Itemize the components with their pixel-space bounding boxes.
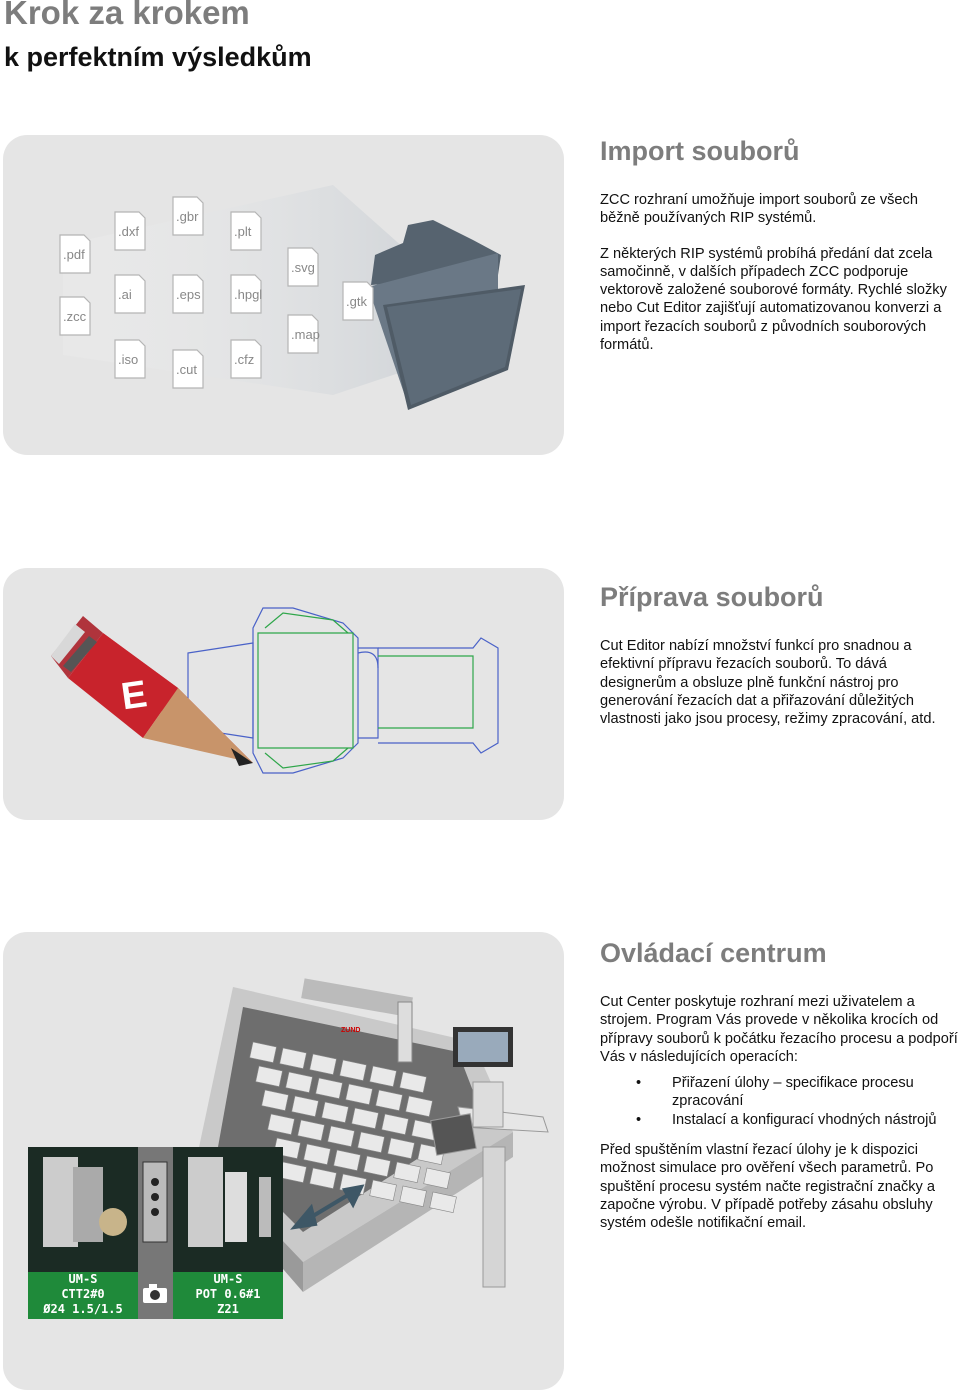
file-extension-label: .gbr	[176, 209, 199, 224]
file-icon: .eps	[172, 274, 204, 314]
material-sheet	[381, 1113, 409, 1135]
file-icon: .map	[287, 314, 320, 354]
prep-paragraph-1: Cut Editor nabízí množství funkcí pro sn…	[600, 638, 936, 728]
file-icon: .gtk	[342, 281, 374, 321]
import-illustration-panel: .pdf .zcc .dxf .ai .iso .gbr .eps .cut .plt .hpgl…	[3, 135, 564, 455]
material-sheet	[255, 1065, 283, 1087]
material-sheet	[357, 1131, 385, 1153]
import-paragraph-2: Z některých RIP systémů probíhá předání …	[600, 245, 947, 354]
file-icon: .dxf	[114, 211, 146, 251]
material-sheet	[303, 1143, 331, 1165]
control-bullet-2: Instalací a konfigurací vhodných nástroj…	[636, 1111, 958, 1130]
material-sheet	[423, 1167, 451, 1189]
import-heading: Import souborů	[600, 136, 800, 166]
file-icon: .gbr	[172, 196, 204, 236]
prep-illustration-panel: E	[3, 568, 564, 820]
control-paragraph-2: Před spuštěním vlastní řezací úlohy je k…	[600, 1142, 936, 1232]
material-sheet	[363, 1155, 391, 1177]
material-sheet	[267, 1113, 295, 1135]
file-extension-label: .svg	[291, 260, 315, 275]
material-sheet	[387, 1137, 415, 1159]
material-sheet	[345, 1083, 373, 1105]
material-sheet	[249, 1041, 277, 1063]
file-icon: .iso	[114, 339, 146, 379]
machine-brand-label: ZUND	[341, 1027, 360, 1034]
material-sheet	[429, 1191, 457, 1213]
import-illustration: .pdf .zcc .dxf .ai .iso .gbr .eps .cut .plt .hpgl…	[59, 185, 525, 410]
file-icon: .cut	[172, 349, 204, 389]
material-sheet	[327, 1125, 355, 1147]
tool-card-1	[28, 1272, 138, 1319]
page-title: Krok za krokem	[4, 0, 250, 31]
file-extension-label: .gtk	[346, 294, 367, 309]
material-sheet	[309, 1053, 337, 1075]
file-icon: .zcc	[59, 296, 91, 336]
svg-text:E: E	[119, 673, 150, 718]
file-extension-label: .dxf	[118, 224, 139, 239]
camera-icon	[143, 1284, 167, 1303]
material-sheet	[351, 1107, 379, 1129]
prep-illustration: E	[51, 607, 499, 774]
tool-1-line2: CTT2#0	[61, 1287, 104, 1301]
control-heading: Ovládací centrum	[600, 938, 827, 968]
material-sheet	[315, 1077, 343, 1099]
tool-2-line1: UM-S	[214, 1272, 243, 1286]
file-extension-label: .pdf	[63, 247, 85, 262]
page-subtitle: k perfektním výsledkům	[4, 42, 312, 72]
material-sheet	[405, 1095, 433, 1117]
folder-icon	[368, 220, 525, 410]
material-sheet	[309, 1167, 337, 1189]
file-extension-label: .ai	[118, 287, 132, 302]
prep-heading: Příprava souborů	[600, 582, 824, 612]
file-icon: .hpgl	[230, 274, 262, 314]
control-paragraph-1: Cut Center poskytuje rozhraní mezi uživa…	[600, 994, 958, 1065]
file-extension-label: .cut	[176, 362, 197, 377]
material-sheet	[399, 1071, 427, 1093]
file-extension-label: .iso	[118, 352, 138, 367]
material-sheet	[339, 1059, 367, 1081]
material-sheet	[291, 1095, 319, 1117]
double-arrow-icon	[290, 1184, 365, 1230]
import-section: Import souborů ZCC rozhraní umožňuje imp…	[600, 135, 958, 371]
file-icon: .ai	[114, 274, 146, 314]
file-icon: .plt	[230, 211, 262, 251]
tool-card-2	[173, 1272, 283, 1319]
tool-cards: UM-S CTT2#0 Ø24 1.5/1.5 UM-S POT 0.6#1 Z…	[28, 1147, 283, 1319]
material-sheet	[399, 1185, 427, 1207]
file-extension-label: .zcc	[63, 309, 87, 324]
tool-2-line2: POT 0.6#1	[195, 1287, 260, 1301]
file-extension-label: .hpgl	[234, 287, 262, 302]
control-bullet-1: Přiřazení úlohy – specifikace procesu zp…	[636, 1074, 958, 1111]
material-sheet	[375, 1089, 403, 1111]
file-extension-label: .map	[291, 327, 320, 342]
file-icon: .cfz	[230, 339, 262, 379]
file-icon: .pdf	[59, 234, 91, 274]
file-extension-label: .plt	[234, 224, 252, 239]
control-illustration: ZUND	[28, 978, 549, 1319]
control-section: Ovládací centrum Cut Center poskytuje ro…	[600, 937, 958, 1250]
material-sheet	[369, 1179, 397, 1201]
material-sheet	[285, 1071, 313, 1093]
material-sheet	[369, 1065, 397, 1087]
material-sheet	[279, 1047, 307, 1069]
material-sheet	[393, 1161, 421, 1183]
import-paragraph-1: ZCC rozhraní umožňuje import souborů ze …	[600, 192, 918, 227]
control-illustration-panel: ZUND	[3, 932, 564, 1390]
file-extension-label: .cfz	[234, 352, 254, 367]
prep-section: Příprava souborů Cut Editor nabízí množs…	[600, 581, 958, 745]
file-extension-label: .eps	[176, 287, 201, 302]
pencil-icon: E	[51, 616, 253, 766]
box-dieline	[187, 607, 499, 774]
file-icon: .svg	[287, 247, 319, 287]
tool-1-line3: Ø24 1.5/1.5	[42, 1302, 122, 1316]
material-sheet	[321, 1101, 349, 1123]
control-bullet-list: Přiřazení úlohy – specifikace procesu zp…	[600, 1074, 958, 1129]
material-sheet	[297, 1119, 325, 1141]
tool-1-line1: UM-S	[69, 1272, 98, 1286]
material-sheet	[261, 1089, 289, 1111]
material-sheet	[333, 1149, 361, 1171]
tool-2-line3: Z21	[217, 1302, 239, 1316]
